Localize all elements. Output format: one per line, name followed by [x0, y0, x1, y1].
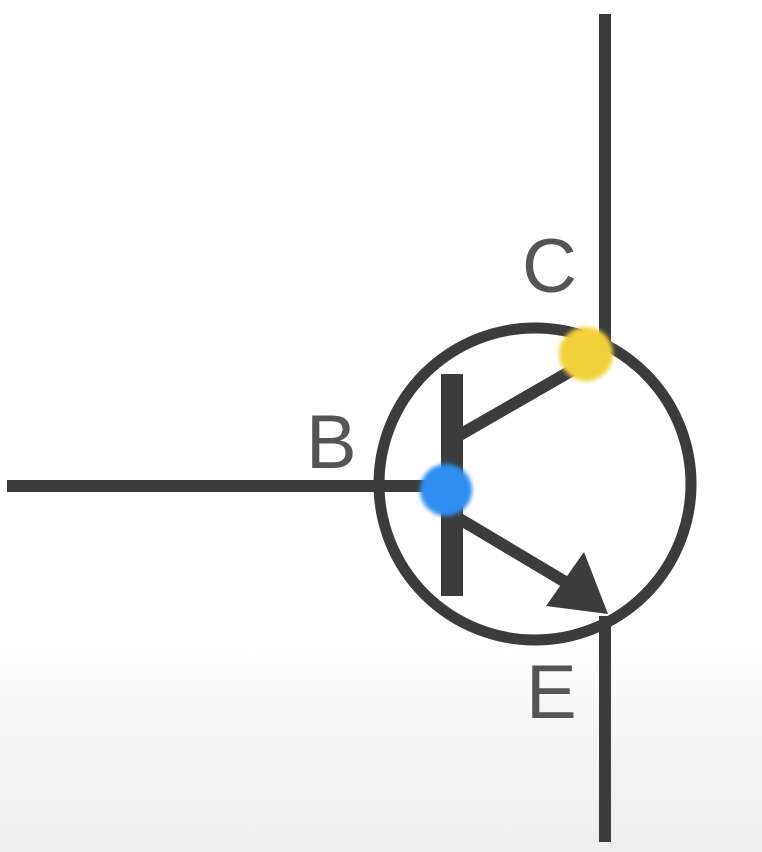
emitter-diagonal [454, 512, 576, 592]
base-dot-icon [420, 464, 472, 516]
emitter-arrow-icon [546, 552, 608, 614]
base-label: B [306, 400, 357, 485]
collector-label: C [522, 224, 577, 309]
collector-dot-icon [559, 327, 613, 381]
emitter-label: E [526, 650, 577, 735]
